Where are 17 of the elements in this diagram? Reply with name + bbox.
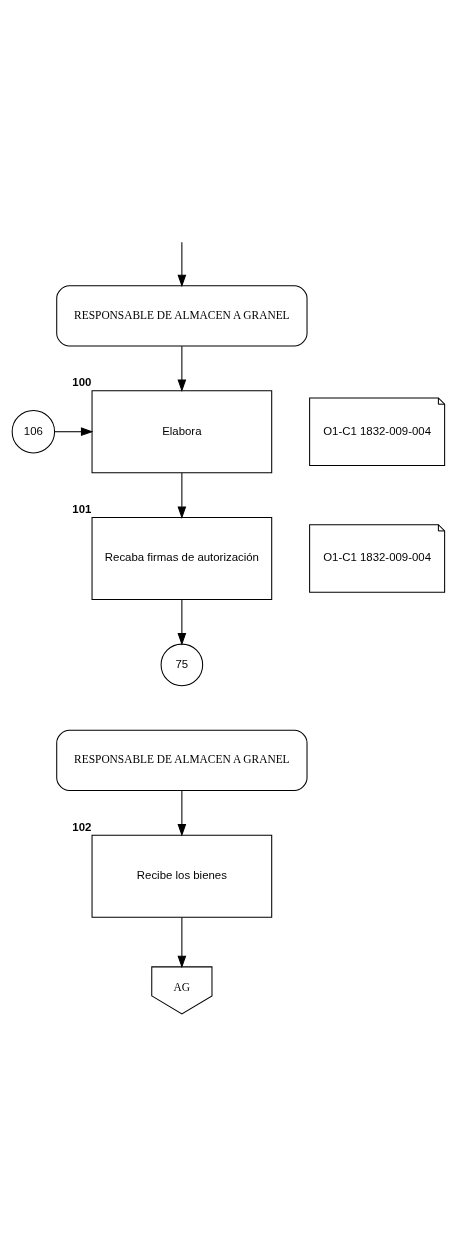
node-box: Recibe los bienes: [91, 834, 273, 918]
arrow: [177, 472, 187, 519]
node-label: 101: [72, 503, 92, 516]
arrow: [177, 599, 187, 646]
arrow: [177, 916, 187, 969]
node-box: Elabora: [91, 390, 273, 474]
arrow: [177, 790, 187, 837]
node-label: 102: [72, 820, 92, 833]
arrow: [54, 427, 94, 437]
node-box: RESPONSABLE DE ALMACEN A GRANEL: [56, 729, 308, 792]
arrow: [177, 345, 187, 392]
node-circle: 75: [160, 643, 204, 687]
node-label: 100: [72, 376, 92, 389]
node-box: Recaba firmas de autorización: [91, 516, 273, 600]
arrow: [177, 241, 187, 288]
node-circle: 106: [11, 410, 56, 454]
node-box: RESPONSABLE DE ALMACEN A GRANEL: [56, 285, 308, 347]
